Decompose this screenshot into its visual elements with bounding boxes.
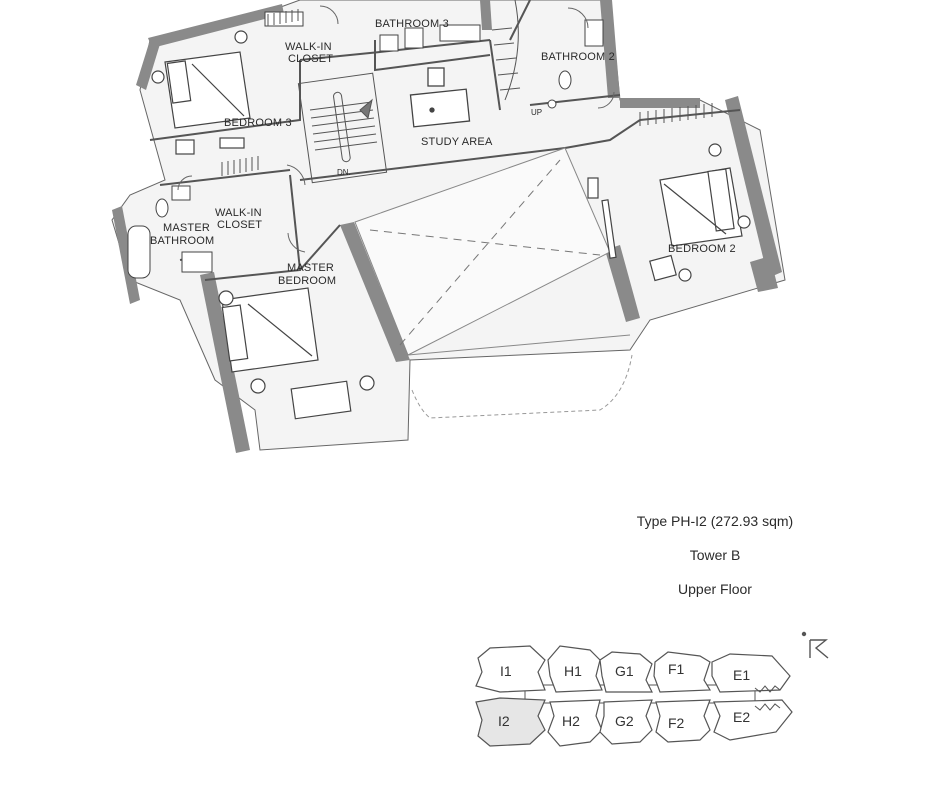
bedroom3-furniture	[151, 30, 251, 155]
key-plan-label-bottom-4: E2	[733, 709, 750, 725]
key-plan-label-bottom-0: I2	[498, 713, 510, 729]
label-master-bedroom-b: BEDROOM	[278, 275, 336, 287]
key-plan-zigzag	[754, 685, 781, 711]
label-master-walk-in-a: WALK-IN	[215, 207, 262, 219]
bedroom2-furniture	[587, 143, 751, 282]
key-plan-top-row	[475, 645, 791, 693]
label-master-walk-in-b: CLOSET	[217, 219, 262, 231]
key-plan-label-top-4: E1	[733, 667, 750, 683]
closet-shelving	[221, 9, 713, 176]
key-plan-label-top-2: G1	[615, 663, 634, 679]
door-swings	[177, 5, 615, 253]
bathroom2-fixtures	[547, 19, 604, 109]
unit-type-label: Type PH-I2 (272.93 sqm)	[636, 513, 794, 529]
label-stair-down: DN.	[337, 168, 351, 177]
key-plan-unit-highlighted	[475, 697, 546, 747]
key-plan-label-bottom-1: H2	[562, 713, 580, 729]
key-plan-label-bottom-2: G2	[615, 713, 634, 729]
master-bedroom-furniture	[218, 287, 375, 420]
key-plan-bottom-row	[475, 697, 793, 747]
label-master-bathroom-a: MASTER	[163, 222, 210, 234]
label-stair-up: UP	[531, 108, 542, 117]
exterior-walls	[112, 0, 782, 453]
key-plan-label-bottom-3: F2	[668, 715, 685, 731]
staircase	[297, 72, 388, 184]
key-plan-label-top-3: F1	[668, 661, 685, 677]
label-bathroom2: BATHROOM 2	[541, 51, 615, 63]
master-bathroom-fixtures	[127, 185, 213, 279]
label-master-bathroom-b: BATHROOM	[150, 235, 214, 247]
study-desk	[409, 67, 471, 128]
floor-level-label: Upper Floor	[678, 581, 752, 597]
key-plan-label-top-1: H1	[564, 663, 582, 679]
label-bedroom3: BEDROOM 3	[224, 117, 292, 129]
floor-plan: BATHROOM 3 WALK-IN CLOSET BATHROOM 2 UP …	[111, 0, 786, 453]
key-plan: I1 H1 G1 F1 E1 I2 H2 G2 F2 E2	[475, 631, 829, 747]
label-bedroom2: BEDROOM 2	[668, 243, 736, 255]
secondary-staircase	[491, 0, 521, 101]
key-plan-label-top-0: I1	[500, 663, 512, 679]
label-master-bedroom-a: MASTER	[287, 262, 334, 274]
north-arrow-icon	[801, 631, 829, 659]
tower-label: Tower B	[689, 547, 741, 563]
label-walk-in-closet-b: CLOSET	[288, 53, 333, 65]
label-walk-in-closet-a: WALK-IN	[285, 41, 332, 53]
interior-walls	[149, 0, 741, 281]
label-bathroom3: BATHROOM 3	[375, 18, 449, 30]
label-study-area: STUDY AREA	[421, 136, 493, 148]
